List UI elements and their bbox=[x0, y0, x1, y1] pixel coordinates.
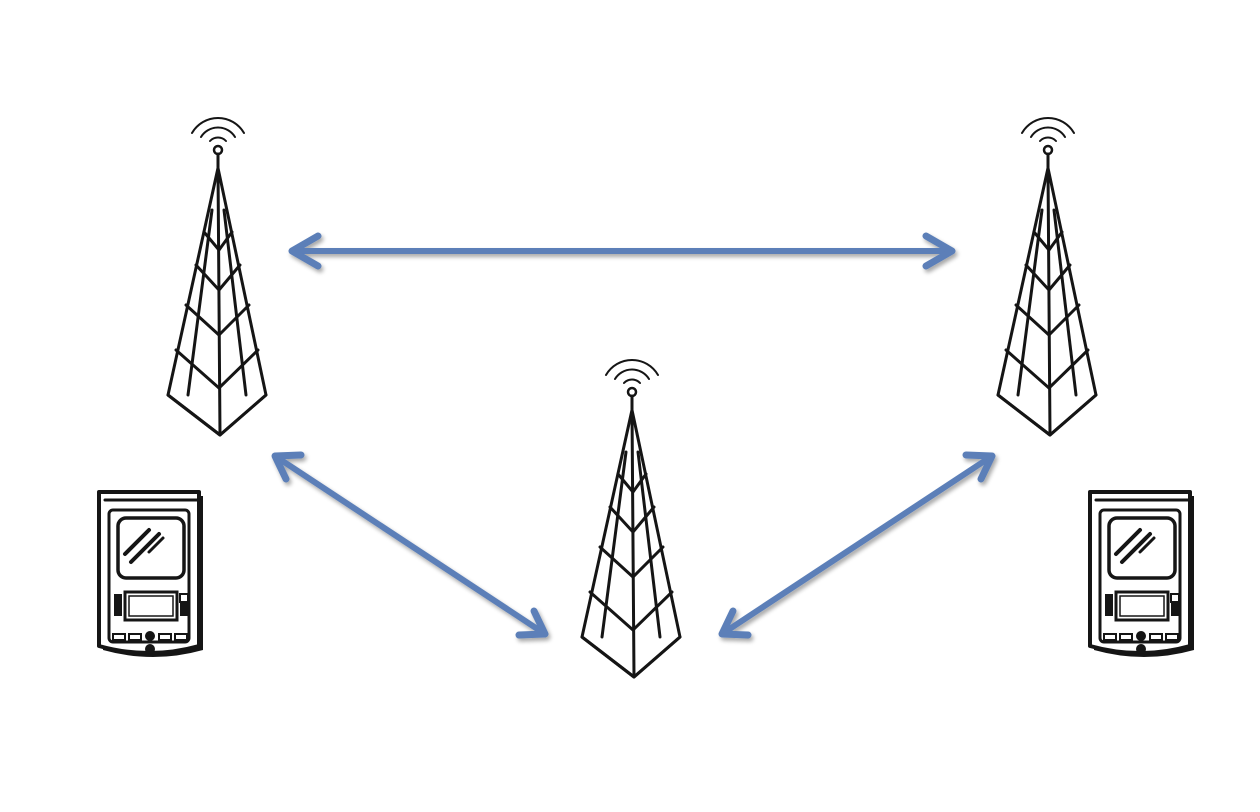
link-arrow-left-center bbox=[271, 451, 549, 639]
link-arrow-center-right bbox=[718, 451, 996, 639]
handheld-device-icon bbox=[97, 490, 205, 659]
link-arrow-left-right bbox=[288, 232, 956, 270]
radio-tower-icon bbox=[580, 358, 682, 679]
links-layer bbox=[271, 232, 996, 639]
handheld-device-icon bbox=[1088, 490, 1196, 659]
handheld-device-left bbox=[97, 490, 205, 659]
cell-tower-right bbox=[996, 116, 1098, 437]
handheld-device-right bbox=[1088, 490, 1196, 659]
cell-tower-center bbox=[580, 358, 682, 679]
cell-tower-left bbox=[166, 116, 268, 437]
radio-tower-icon bbox=[166, 116, 268, 437]
radio-tower-icon bbox=[996, 116, 1098, 437]
